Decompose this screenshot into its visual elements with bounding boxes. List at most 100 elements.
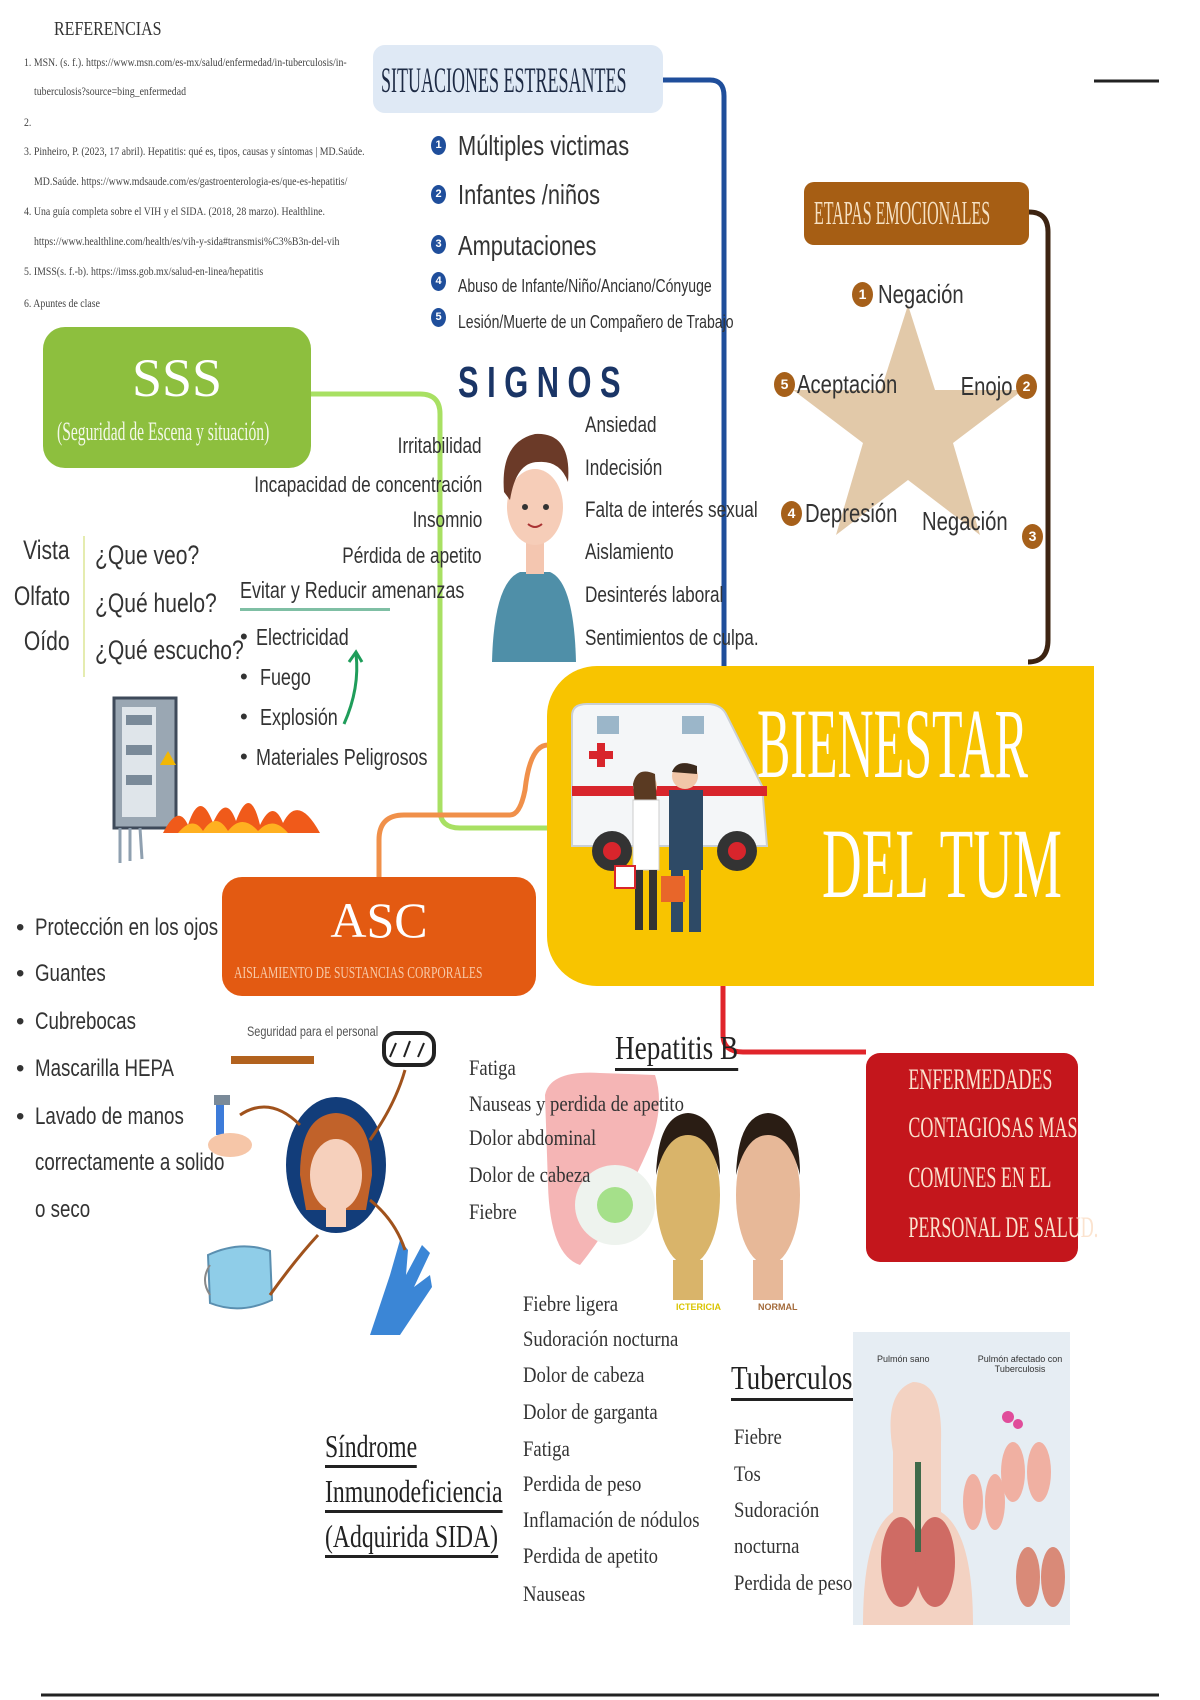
asc-item: Lavado de manos [35,1103,184,1130]
stressful-item: Amputaciones [458,230,597,261]
bullet: • [240,624,248,649]
reference-line: 4. Una guía completa sobre el VIH y el S… [24,204,325,218]
tuberculosis-symptom: Sudoración [734,1497,820,1522]
threat-item: Explosión [260,704,338,730]
sida-symptom: Fiebre ligera [523,1291,619,1316]
bullet: • [16,1055,25,1082]
tuberculosis-symptom: Perdida de peso [734,1570,853,1595]
asc-subtitle: AISLAMIENTO DE SUSTANCIAS CORPORALES [234,963,483,982]
number-badge: 4 [431,272,446,291]
sss-box: SSS (Seguridad de Escena y situación) [43,327,311,468]
sign-item: Sentimientos de culpa. [585,625,759,650]
diseases-box: ENFERMEDADES CONTAGIOSAS MAS COMUNES EN … [866,1053,1099,1262]
bullet: • [240,704,248,729]
stressful-item: Abuso de Infante/Niño/Anciano/Cónyuge [458,276,712,296]
threat-item: Electricidad [256,624,349,650]
stage-number-badge: 2 [1016,374,1037,399]
asc-item: Cubrebocas [35,1008,136,1035]
tuberculosis-symptom: nocturna [734,1533,800,1558]
hepatitis-symptom: Nauseas y perdida de apetito [469,1091,684,1116]
hepatitis-symptom: Dolor abdominal [469,1125,597,1150]
reference-line: MD.Saúde. https://www.mdsaude.com/es/gas… [34,174,348,188]
reference-line: tuberculosis?source=bing_enfermedad [34,84,187,98]
stage-item: Enojo [960,371,1012,401]
sense-question: ¿Que veo? [95,540,200,570]
references-title: REFERENCIAS [54,18,162,40]
emotional-stages-title: ETAPAS EMOCIONALES [814,195,991,232]
sign-item: Incapacidad de concentración [253,472,482,497]
lungs-illustration [863,1382,1065,1625]
threats-title: Evitar y Reducir amenanzas [240,577,465,603]
sida-symptom: Perdida de apetito [523,1543,659,1568]
lung-label: Pulmón sano [877,1354,930,1364]
electrical-panel-fire-illustration [112,696,320,863]
divider [83,536,85,677]
stage-item: Aceptación [797,369,898,399]
number-badge: 3 [431,235,446,254]
sss-subtitle: (Seguridad de Escena y situación) [57,417,270,446]
face-label: NORMAL [758,1302,798,1312]
hepatitis-symptom: Dolor de cabeza [469,1162,591,1187]
threat-item: Fuego [260,664,311,690]
stage-number-badge: 1 [852,282,873,307]
number-badge: 2 [431,185,446,204]
tuberculosis-title: Tuberculosis [731,1360,871,1401]
blue-connector [663,77,727,668]
tuberculosis-symptom: Tos [734,1461,761,1486]
asc-box: ASC AISLAMIENTO DE SUSTANCIAS CORPORALES [222,877,536,996]
face-mask-icon [204,1245,274,1310]
red-connector [720,986,866,1055]
sign-item: Insomnio [412,507,482,532]
stressful-item: Infantes /niños [458,179,601,210]
stage-number-badge: 4 [781,501,802,526]
handwash-icon [208,1095,252,1157]
ppe-illustration [204,1031,436,1335]
stressful-item: Lesión/Muerte de un Compañero de Trabajo [458,312,734,332]
sida-title-line: (Adquirida SIDA) [325,1518,498,1558]
ppe-caption: Seguridad para el personal [247,1023,379,1039]
reference-line: 3. Pinheiro, P. (2023, 17 abril). Hepati… [24,144,365,158]
hepatitis-illustration [545,1072,800,1300]
stressful-situations-title: SITUACIONES ESTRESANTES [381,60,627,100]
brown-connector [1027,209,1051,665]
tuberculosis-lung-image: Pulmón sano Pulmón afectado con Tubercul… [853,1332,1070,1625]
ppe-caption-bar [231,1056,314,1064]
sida-symptom: Dolor de cabeza [523,1362,645,1387]
lung-label: Pulmón afectado con Tuberculosis [977,1354,1063,1374]
bullet: • [16,914,25,941]
sida-symptom: Inflamación de nódulos [523,1507,700,1532]
reference-line: 5. IMSS(s. f.-b). https://imss.gob.mx/sa… [24,264,264,278]
asc-title: ASC [330,892,428,948]
sida-title-line: Síndrome [325,1428,418,1468]
sida-symptom: Dolor de garganta [523,1399,658,1424]
central-title-line2: DEL TUM [822,808,1062,919]
hepatitis-title: Hepatitis B [615,1030,739,1071]
hepatitis-symptom: Fatiga [469,1055,516,1080]
bullet: • [240,664,248,689]
emotional-stages-box: ETAPAS EMOCIONALES [804,182,1029,245]
sense-label: Oído [24,626,70,656]
sida-symptom: Sudoración nocturna [523,1326,679,1351]
sign-item: Irritabilidad [398,433,482,458]
stressful-item: Múltiples victimas [458,130,630,161]
green-connector [311,391,548,831]
sign-item: Falta de interés sexual [585,497,758,522]
central-title-line1: BIENESTAR [757,688,1028,799]
stage-item: Negación [922,506,1008,536]
stressed-person-illustration [492,433,576,662]
diseases-title-line: PERSONAL DE SALUD. [908,1211,1099,1244]
ambulance-paramedics-illustration [571,703,769,932]
sign-item: Indecisión [585,455,663,480]
central-topic-box: BIENESTAR DEL TUM [547,666,1094,986]
bullet: • [16,1008,25,1035]
sida-symptom: Perdida de peso [523,1471,642,1496]
number-badge: 1 [431,136,446,155]
hepatitis-symptom: Fiebre [469,1199,517,1224]
sida-symptom: Nauseas [523,1581,586,1606]
signs-title: S I G N O S [458,358,621,407]
asc-item: Guantes [35,960,106,987]
sida-title-line: Inmunodeficiencia [325,1473,503,1513]
stage-item: Negación [878,279,964,309]
